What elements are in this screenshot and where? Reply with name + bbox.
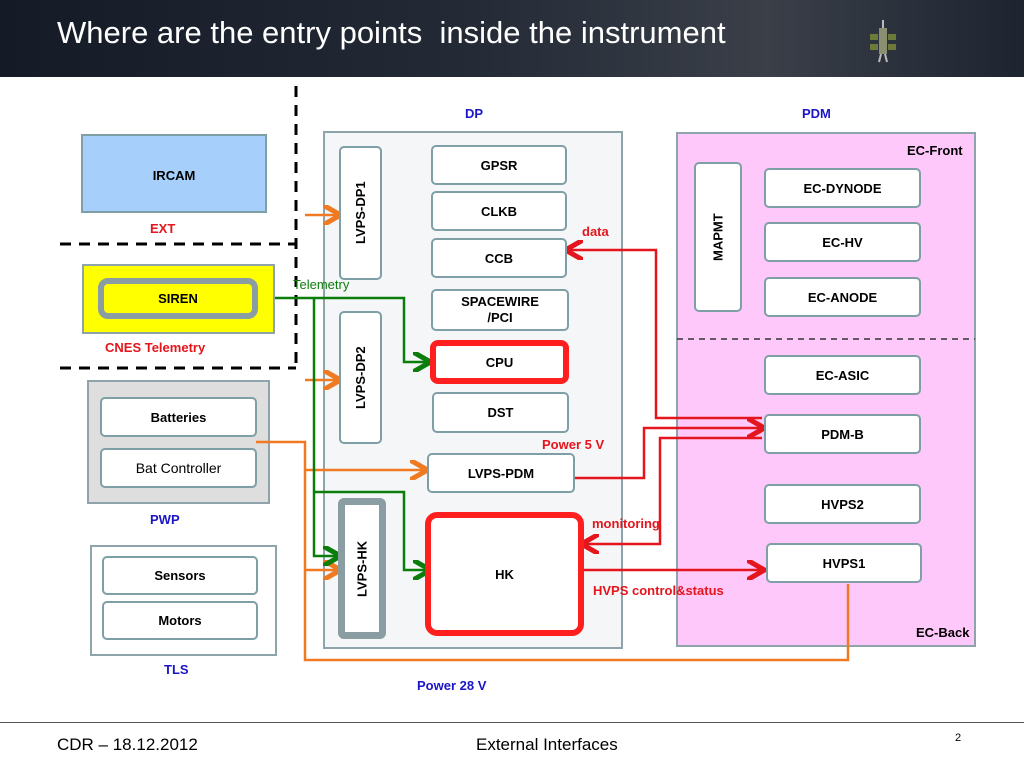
ec-back-label: EC-Back: [916, 625, 970, 640]
pdm-label: PDM: [802, 106, 831, 121]
data-wires: [568, 250, 762, 570]
clkb-block: CLKB: [431, 191, 567, 231]
slide-header: Where are the entry points inside the in…: [0, 0, 1024, 77]
lvps-dp2-block: LVPS-DP2: [339, 311, 382, 444]
ec-front-label: EC-Front: [907, 143, 963, 158]
ec-hv-block: EC-HV: [764, 222, 921, 262]
lvps-dp1-block: LVPS-DP1: [339, 146, 382, 280]
cpu-block: CPU: [430, 340, 569, 384]
bat-controller-block: Bat Controller: [100, 448, 257, 488]
ext-label: EXT: [150, 221, 176, 236]
spacewire-pci-block: SPACEWIRE /PCI: [431, 289, 569, 331]
sensors-block: Sensors: [102, 556, 258, 595]
hvps1-block: HVPS1: [766, 543, 922, 583]
pwp-label: PWP: [150, 512, 180, 527]
hvps-control-label: HVPS control&status: [593, 583, 724, 598]
gpsr-block: GPSR: [431, 145, 567, 185]
boundary-dashes: [60, 86, 298, 370]
motors-block: Motors: [102, 601, 258, 640]
footer-divider: [0, 722, 1024, 723]
footer-section: External Interfaces: [476, 735, 618, 754]
batteries-block: Batteries: [100, 397, 257, 437]
ec-anode-block: EC-ANODE: [764, 277, 921, 317]
cnes-telemetry-label: CNES Telemetry: [105, 340, 206, 355]
ircam-block: IRCAM: [81, 134, 267, 213]
power-wires: [256, 215, 850, 662]
ec-asic-block: EC-ASIC: [764, 355, 921, 395]
telemetry-wires: [265, 296, 428, 570]
lvps-hk-block: LVPS-HK: [338, 498, 386, 639]
dst-block: DST: [432, 392, 569, 433]
siren-block: SIREN: [98, 278, 258, 319]
slide-title: Where are the entry points inside the in…: [57, 15, 726, 50]
ccb-block: CCB: [431, 238, 567, 278]
monitoring-label: monitoring: [592, 516, 660, 531]
footer-date: CDR – 18.12.2012: [57, 735, 198, 754]
lvps-pdm-block: LVPS-PDM: [427, 453, 575, 493]
satellite-icon: [870, 20, 896, 63]
telemetry-label: Telemetry: [293, 277, 350, 292]
page-number: 2: [955, 732, 962, 744]
ec-dynode-block: EC-DYNODE: [764, 168, 921, 208]
power-5v-label: Power 5 V: [542, 437, 605, 452]
pdm-b-block: PDM-B: [764, 414, 921, 454]
tls-label: TLS: [164, 662, 189, 677]
hvps2-block: HVPS2: [764, 484, 921, 524]
power-28v-label: Power 28 V: [417, 678, 487, 693]
hk-block: HK: [425, 512, 584, 636]
dp-label: DP: [465, 106, 484, 121]
mapmt-block: MAPMT: [694, 162, 742, 312]
data-label: data: [582, 224, 609, 239]
